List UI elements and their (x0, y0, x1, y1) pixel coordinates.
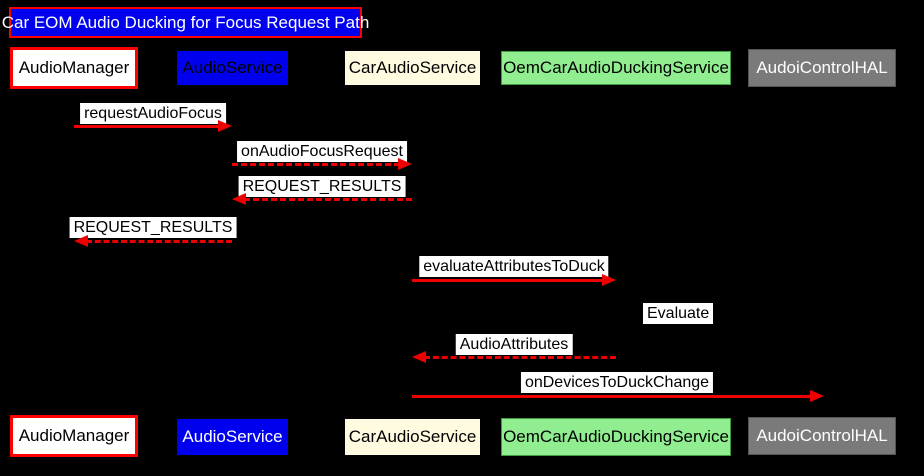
message-label: REQUEST_RESULTS (238, 176, 406, 197)
arrowhead-right-icon (810, 390, 824, 402)
arrowhead-right-icon (398, 158, 412, 170)
arrowhead-left-icon (232, 193, 246, 205)
arrowhead-left-icon (74, 235, 88, 247)
message-label: evaluateAttributesToDuck (419, 256, 609, 277)
participant-bottom-oemcaraudioduckingservice: OemCarAudioDuckingService (501, 418, 731, 456)
message-line (424, 356, 616, 359)
message-line (412, 279, 604, 282)
message-line (86, 240, 232, 243)
message-label: requestAudioFocus (80, 103, 226, 124)
participant-top-audiomanager: AudioManager (10, 47, 138, 89)
participant-top-audoicontrolhal: AudoiControlHAL (748, 49, 896, 87)
participant-top-oemcaraudioduckingservice: OemCarAudioDuckingService (501, 51, 731, 85)
message-line (412, 395, 812, 398)
arrowhead-right-icon (218, 120, 232, 132)
message-label: Evaluate (643, 303, 714, 324)
diagram-title: Car EOM Audio Ducking for Focus Request … (2, 7, 369, 38)
message-line (244, 198, 412, 201)
participant-bottom-audoicontrolhal: AudoiControlHAL (748, 417, 896, 455)
message-line (232, 163, 400, 166)
participant-top-caraudioservice: CarAudioService (345, 51, 480, 85)
arrowhead-right-icon (602, 274, 616, 286)
participant-bottom-audiomanager: AudioManager (10, 415, 138, 457)
message-label: AudioAttributes (455, 334, 573, 355)
message-label: REQUEST_RESULTS (69, 217, 237, 238)
message-line (74, 125, 220, 128)
arrowhead-left-icon (412, 351, 426, 363)
message-label: onAudioFocusRequest (237, 141, 407, 162)
participant-bottom-audioservice: AudioService (177, 419, 288, 455)
participant-bottom-caraudioservice: CarAudioService (345, 419, 480, 455)
message-label: onDevicesToDuckChange (520, 372, 714, 393)
participant-top-audioservice: AudioService (177, 51, 288, 85)
